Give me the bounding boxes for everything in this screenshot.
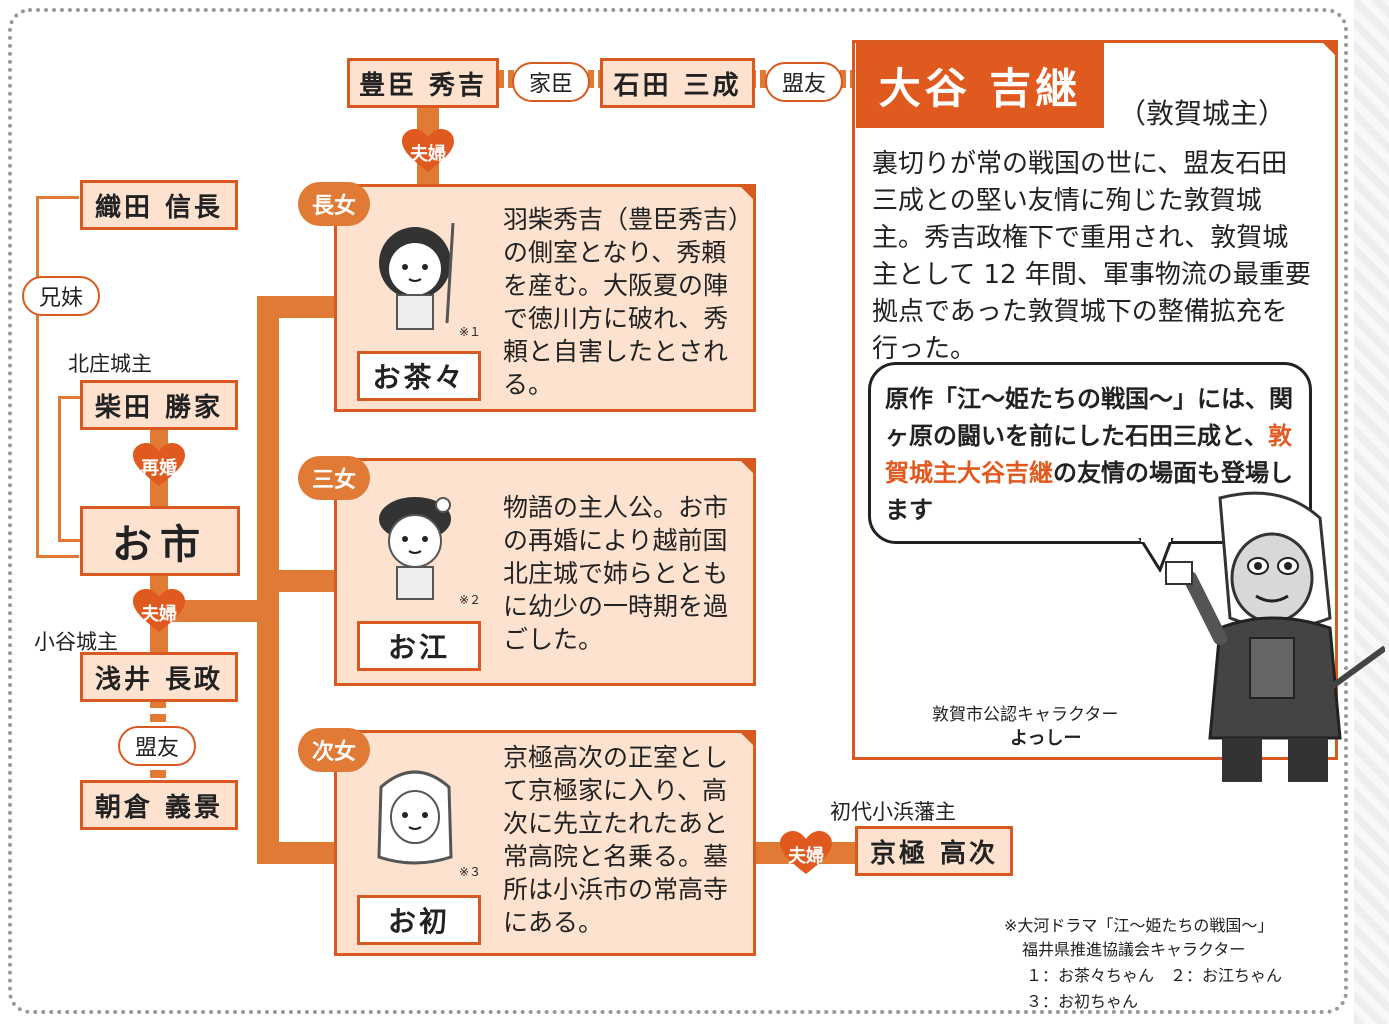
heart-icon-couple-oichi: 夫婦 [131, 588, 187, 634]
person-box-katsuie: 柴田 勝家 [80, 380, 238, 430]
person-box-nagamasa: 浅井 長政 [80, 652, 238, 702]
rank-badge-chacha: 長女 [298, 182, 370, 226]
fold-corner-icon [738, 184, 756, 202]
rank-badge-go: 三女 [298, 456, 370, 500]
daughter-card-ohatsu: ※３ お初 京極高次の正室として京極家に入り、高次に先立たれたあと常高院と名乗る… [334, 730, 756, 956]
footnote-line-2: 福井県推進協議会キャラクター [1022, 940, 1246, 959]
daughter-name-chacha: お茶々 [357, 351, 481, 401]
footnote-line-4: ３：お初ちゃん [1026, 992, 1139, 1011]
footnote-marker: ※１ [459, 325, 482, 339]
fold-corner-icon [738, 458, 756, 476]
connector-siblings [36, 196, 79, 558]
otani-name-plate: 大谷 吉継 [856, 42, 1104, 128]
heart-icon-couple-ohatsu: 夫婦 [778, 830, 834, 876]
connector-to-chacha [257, 296, 339, 318]
relation-label-meiyu-top: 盟友 [765, 62, 843, 102]
decorative-side-pattern [1354, 0, 1389, 1024]
diagram-frame [8, 8, 1348, 1014]
character-ohatsu-icon [377, 770, 453, 865]
daughter-card-go: ※２ お江 物語の主人公。お市の再婚により越前国北庄城で姉らとともに幼少の一時期… [334, 458, 756, 686]
footnote-line-3: １：お茶々ちゃん ２：お江ちゃん [1026, 966, 1283, 985]
heart-label: 夫婦 [141, 604, 177, 625]
heart-icon-couple-hideyoshi: 夫婦 [400, 128, 456, 174]
speech-text: 原作「江〜姫たちの戦国〜」には、関ヶ原の闘いを前にした石田三成と、 [885, 385, 1293, 450]
otani-castle: （敦賀城主） [1118, 97, 1287, 130]
title-obama: 初代小浜藩主 [830, 800, 956, 824]
title-kitanosho: 北庄城主 [68, 352, 152, 376]
person-box-yoshikage: 朝倉 義景 [80, 780, 238, 830]
relation-label-meiyu-left: 盟友 [118, 726, 196, 766]
daughter-desc-go: 物語の主人公。お市の再婚により越前国北庄城で姉らとともに幼少の一時期を過ごした。 [503, 493, 729, 654]
character-chacha-icon [379, 222, 455, 330]
daughter-name-ohatsu: お初 [357, 895, 481, 945]
heart-label: 夫婦 [788, 846, 824, 867]
title-odani: 小谷城主 [34, 630, 118, 654]
footnote-marker: ※３ [459, 865, 482, 879]
mascot-yosshi-icon [1165, 491, 1385, 782]
otani-description: 裏切りが常の戦国の世に、盟友石田三成との堅い友情に殉じた敦賀城主。秀吉政権下で重… [872, 149, 1311, 364]
daughter-desc-ohatsu: 京極高次の正室として京極家に入り、高次に先立たれたあと常高院と名乗る。墓所は小浜… [503, 743, 729, 937]
footnote-line-1: ※大河ドラマ「江〜姫たちの戦国〜」 [1004, 916, 1274, 935]
relation-label-kyodai: 兄妹 [22, 276, 100, 316]
person-box-oichi: お市 [80, 506, 240, 576]
connector-remarriage [58, 396, 81, 542]
heart-label: 夫婦 [410, 144, 446, 165]
daughter-name-go: お江 [357, 621, 481, 671]
speech-highlight: 敦賀城主大谷吉継 [885, 422, 1293, 487]
person-box-mitsunari: 石田 三成 [600, 58, 755, 108]
person-box-takatsugu: 京極 高次 [855, 826, 1013, 876]
mascot-caption: 敦賀市公認キャラクター [932, 705, 1119, 725]
mascot-name: よっしー [1010, 728, 1082, 749]
connector-oichi-branch [157, 600, 277, 622]
person-box-hideyoshi: 豊臣 秀吉 [347, 58, 499, 108]
heart-icon-remarriage: 再婚 [131, 442, 187, 488]
daughter-card-chacha: ※１ お茶々 羽柴秀吉（豊臣秀吉）の側室となり、秀頼を産む。大阪夏の陣で徳川方に… [334, 184, 756, 412]
speech-bubble-tail-icon [1138, 538, 1174, 572]
footnote-marker: ※２ [459, 593, 482, 607]
heart-label: 再婚 [141, 458, 177, 479]
character-go-icon [379, 497, 451, 600]
person-box-nobunaga: 織田 信長 [80, 180, 238, 230]
fold-corner-icon [1320, 40, 1338, 58]
speech-text-end: の友情の場面も登場します [885, 459, 1293, 524]
connector-to-ohatsu [257, 842, 339, 864]
connector-to-go [257, 570, 339, 592]
relation-label-kashin: 家臣 [512, 62, 590, 102]
rank-badge-ohatsu: 次女 [298, 728, 370, 772]
daughter-desc-chacha: 羽柴秀吉（豊臣秀吉）の側室となり、秀頼を産む。大阪夏の陣で徳川方に破れ、秀頼と自… [503, 205, 741, 399]
